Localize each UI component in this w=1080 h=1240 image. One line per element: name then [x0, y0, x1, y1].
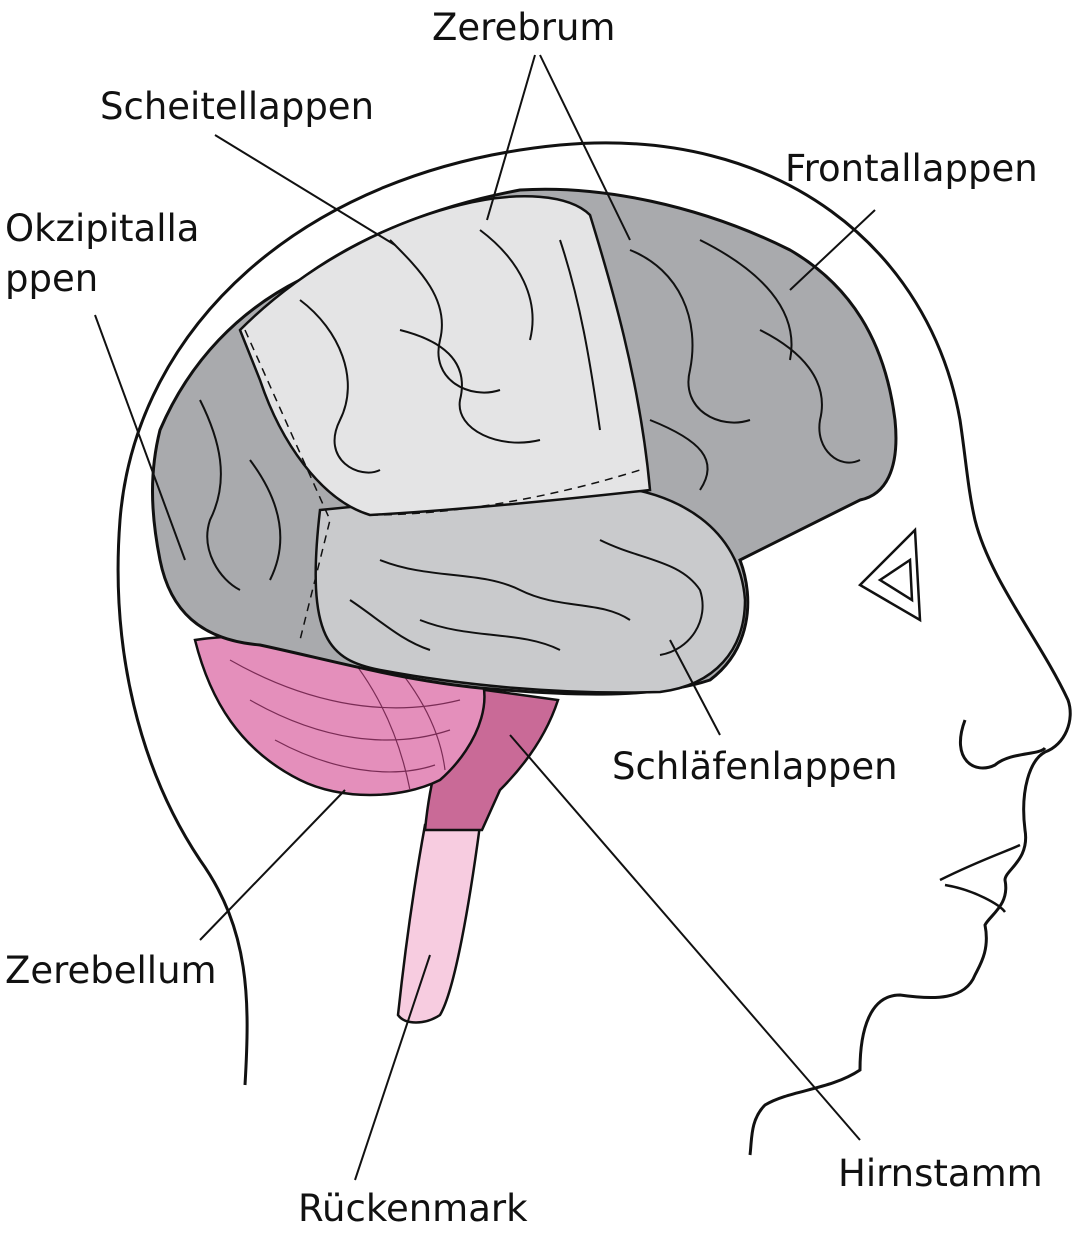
label-cerebrum: Zerebrum	[432, 6, 616, 49]
leader-temporal	[669, 639, 721, 736]
leader-lines	[94, 54, 876, 1181]
parietal-lobe	[238, 195, 652, 517]
label-frontal-lobe: Frontallappen	[785, 147, 1038, 190]
leader-cerebellum	[199, 789, 346, 941]
lips	[939, 843, 1021, 913]
leader-spinal-cord	[354, 954, 431, 1181]
leader-cerebrum-a	[486, 54, 536, 221]
leader-frontal	[789, 209, 876, 291]
label-spinal-cord: Rückenmark	[298, 1187, 528, 1230]
leader-brainstem	[509, 734, 861, 1141]
nose	[958, 719, 1047, 770]
leader-parietal	[214, 134, 396, 246]
label-occipital-lobe-line1: Okzipitalla	[5, 207, 200, 250]
gyri-lines	[199, 229, 861, 656]
leader-cerebrum-b	[539, 54, 631, 241]
label-cerebellum: Zerebellum	[5, 949, 217, 992]
lobe-boundary-dashed	[244, 329, 641, 641]
eye	[857, 527, 922, 623]
spinal-cord	[396, 823, 482, 1024]
label-temporal-lobe: Schläfenlappen	[612, 745, 898, 788]
label-parietal-lobe: Scheitellappen	[100, 85, 375, 128]
leader-occipital	[94, 314, 186, 561]
label-occipital-lobe-line2: ppen	[5, 257, 99, 300]
head-outline	[116, 141, 1072, 1156]
label-brainstem: Hirnstamm	[838, 1152, 1043, 1195]
